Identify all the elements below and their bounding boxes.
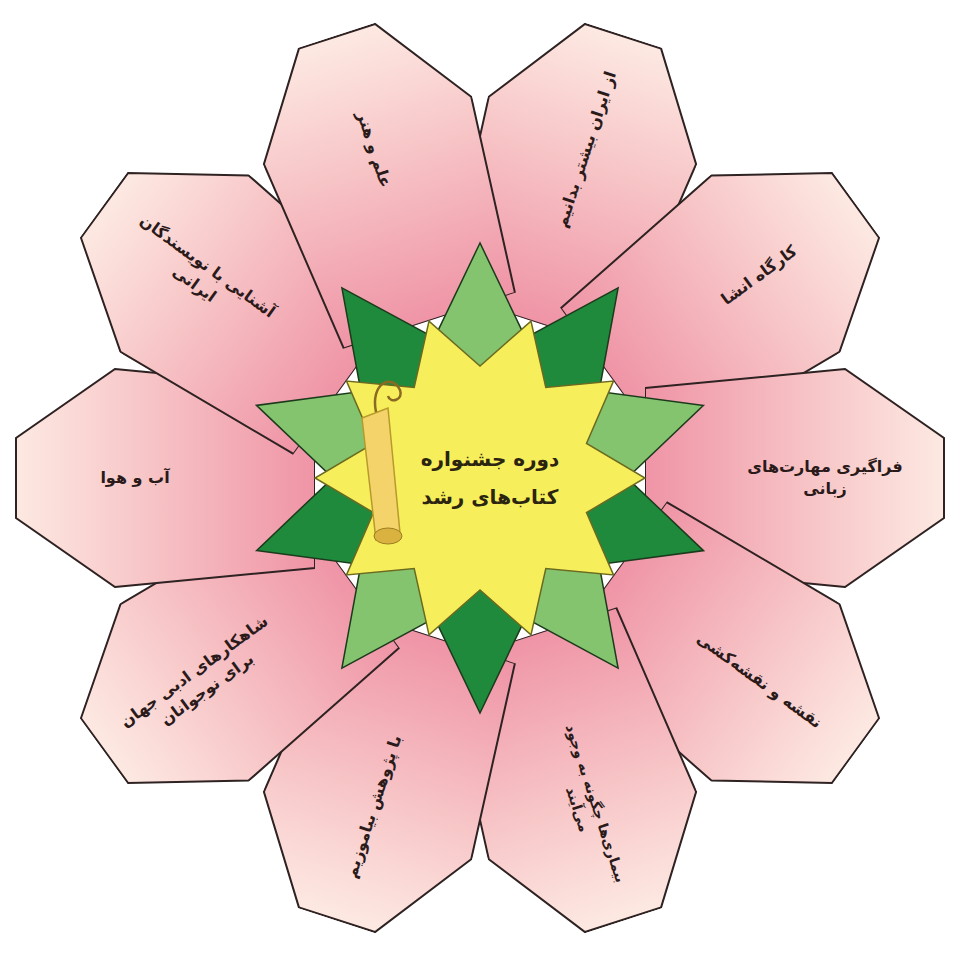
star-shape [240,238,720,718]
petal-title: آشنایی با نویسندگان ایرانی [111,202,290,349]
center-star: دوره جشنواره کتاب‌های رشد [240,238,720,718]
petal-title: با پژوهش بیاموزیم [340,732,407,880]
petal-title: علم و هنر [351,109,396,190]
petal-title: نقشه و نقشه‌کشی [692,628,826,734]
petal-title: از ایران بیشتر بدانیم [551,69,622,231]
petal-title: کارگاه انشا [717,240,801,310]
scroll-illustration [362,382,402,544]
petal-title: بیماری‌ها چگونه به وجود می‌آیند [539,710,634,902]
center-label-box: دوره جشنواره کتاب‌های رشد [400,408,580,548]
petal-label-box: آب و هوا [40,388,230,568]
petal-title: فراگیری مهارت‌های زبانی [730,456,920,499]
petal-title: آب و هوا [100,467,169,489]
center-title: دوره جشنواره کتاب‌های رشد [400,440,580,516]
petal-title: شاهکارهای ادبی جهان برای نوجوانان [111,607,290,754]
petal-label-box: فراگیری مهارت‌های زبانی [730,388,920,568]
